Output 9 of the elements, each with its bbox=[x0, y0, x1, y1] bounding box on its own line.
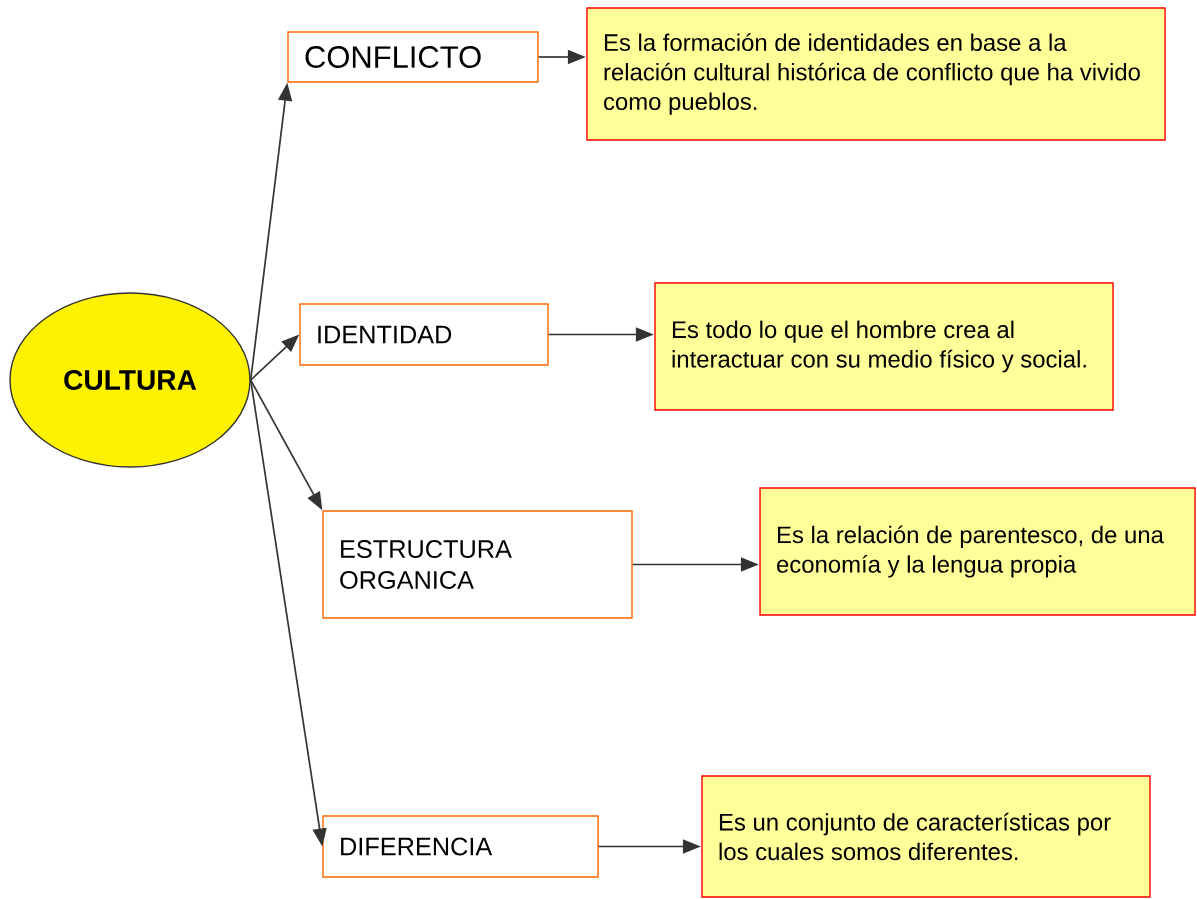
definition-box: Es todo lo que el hombre crea al interactuar con su medio físico y social. bbox=[654, 282, 1114, 411]
definition-box: Es la relación de parentesco, de una economía y la lengua propia bbox=[759, 487, 1196, 616]
definition-box: Es un conjunto de características por los cuales somos diferentes. bbox=[701, 775, 1151, 898]
ellipse-node: CULTURA bbox=[9, 292, 251, 468]
concept-box: CONFLICTO bbox=[287, 31, 539, 83]
concept-box: IDENTIDAD bbox=[299, 303, 549, 366]
definition-box: Es la formación de identidades en base a la relación cultural histórica de conflicto que ha vivido como pueblos. bbox=[586, 7, 1166, 141]
concept-box: ESTRUCTURA ORGANICA bbox=[322, 510, 633, 619]
concept-box: DIFERENCIA bbox=[322, 815, 599, 878]
